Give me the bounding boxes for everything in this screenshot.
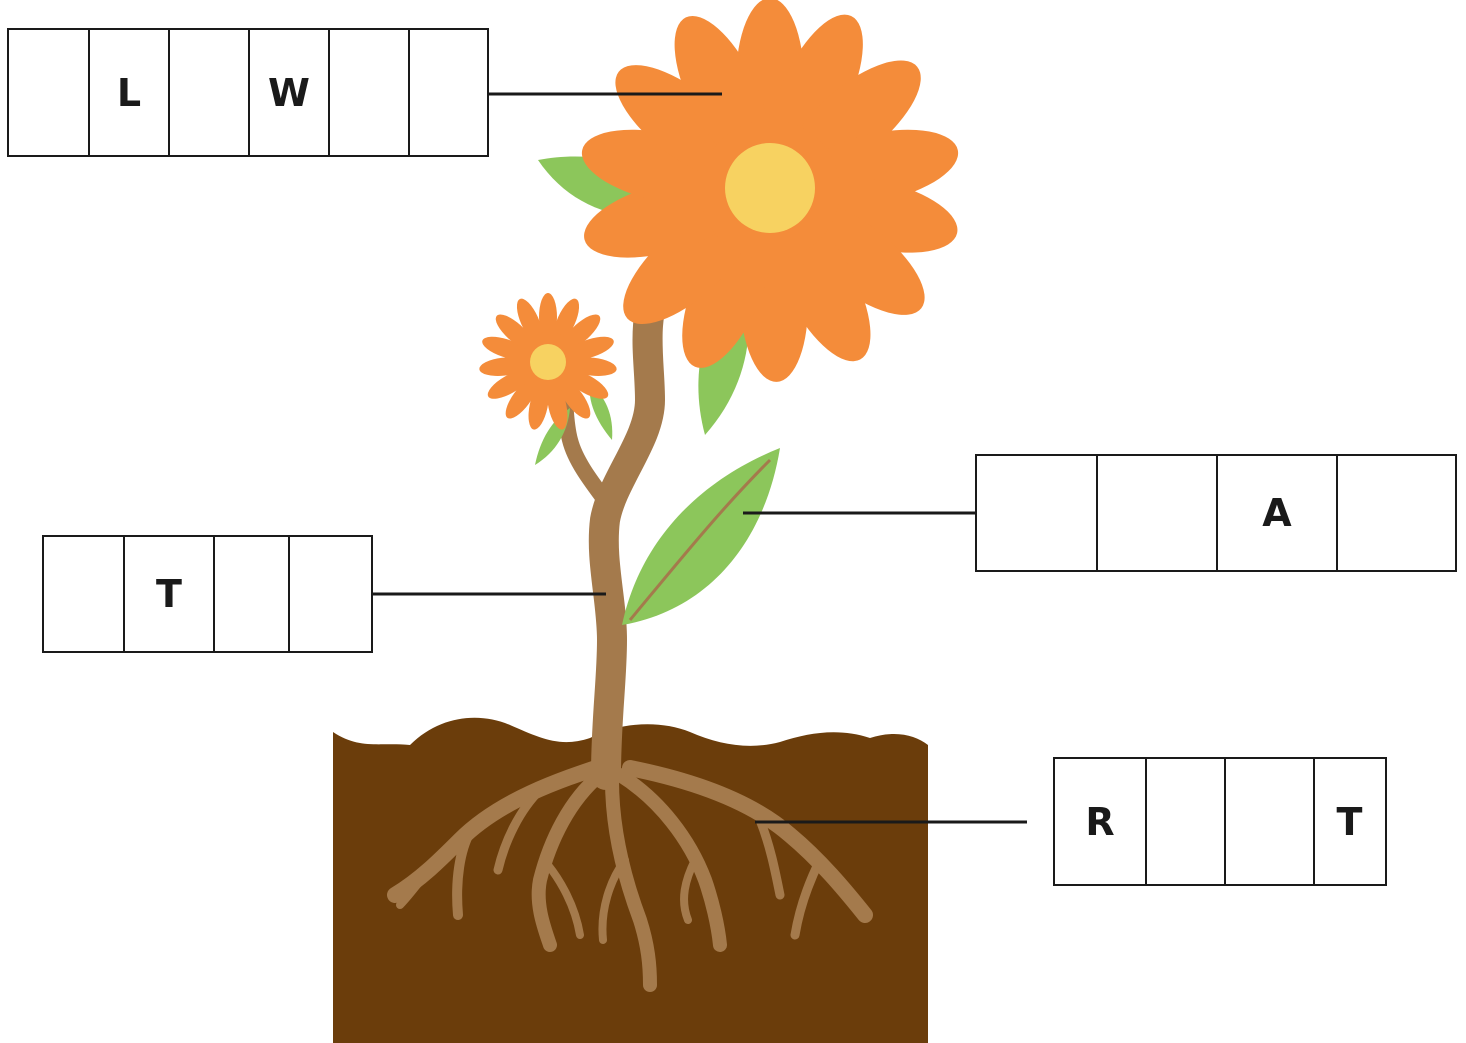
leaf-vein xyxy=(628,458,772,621)
letter-cell[interactable] xyxy=(170,30,250,155)
letter-cell[interactable]: T xyxy=(1336,799,1363,844)
letter-cell[interactable] xyxy=(330,30,410,155)
letter-cell[interactable] xyxy=(9,30,90,155)
letter-cell[interactable] xyxy=(1147,759,1226,884)
letter-cell[interactable] xyxy=(290,537,370,651)
letter-cell[interactable] xyxy=(1098,456,1218,570)
letter-cell[interactable]: L xyxy=(90,30,170,155)
letter-cell[interactable]: W xyxy=(250,30,330,155)
letter-cell[interactable] xyxy=(1338,456,1454,570)
letter-cell[interactable] xyxy=(410,30,486,155)
letter-cell[interactable]: A xyxy=(1218,456,1338,570)
leader-lines xyxy=(373,92,1027,824)
leaf-small-right xyxy=(589,385,613,440)
small-flower-center xyxy=(530,344,566,380)
letter-cell[interactable] xyxy=(44,537,125,651)
roots xyxy=(387,757,873,992)
big-flower xyxy=(581,0,959,382)
label-box-leaf: A xyxy=(975,454,1457,572)
letter-cell[interactable]: R xyxy=(1055,759,1147,884)
label-box-root: R T xyxy=(1053,757,1387,886)
label-box-stem: T xyxy=(42,535,373,653)
letter-cell[interactable] xyxy=(977,456,1098,570)
letter-cell[interactable] xyxy=(215,537,290,651)
letter-cell[interactable]: T xyxy=(125,537,215,651)
small-flower xyxy=(479,293,617,430)
letter-cell[interactable] xyxy=(1226,759,1315,884)
big-flower-center xyxy=(725,143,815,233)
label-box-flower: L W xyxy=(7,28,489,157)
